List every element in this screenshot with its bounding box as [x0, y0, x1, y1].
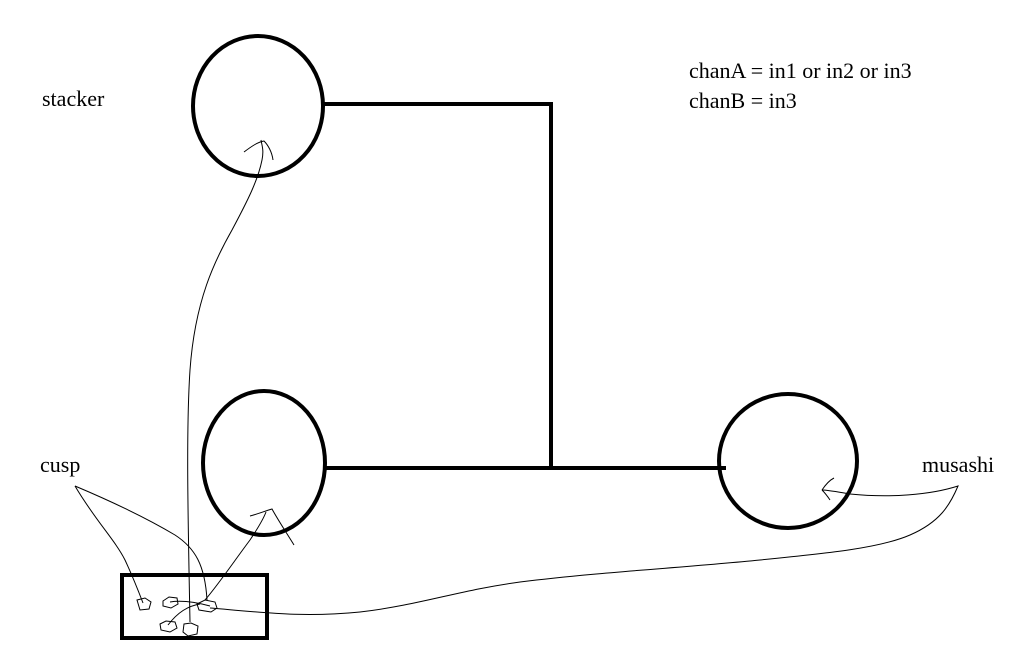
note-chan-a: chanA = in1 or in2 or in3 — [689, 58, 912, 83]
wire-internal-2 — [167, 603, 201, 626]
wire-cusp-label-2 — [74, 485, 208, 601]
label-stacker: stacker — [42, 86, 105, 111]
arrowhead-cusp — [249, 508, 295, 546]
note-chan-b: chanB = in3 — [689, 88, 797, 113]
arrowhead-stacker — [243, 140, 274, 161]
wire-to-musashi — [209, 485, 959, 616]
node-cusp — [201, 389, 327, 537]
connector-4 — [159, 620, 178, 633]
arrowhead-musashi — [821, 477, 835, 501]
label-musashi: musashi — [922, 452, 994, 477]
connector-1 — [136, 597, 152, 611]
wire-to-stacker — [187, 139, 264, 623]
connector-5 — [182, 622, 199, 637]
link-stacker-junction — [323, 102, 553, 468]
wire-cusp-label-1 — [74, 485, 144, 604]
label-cusp: cusp — [40, 452, 80, 477]
node-stacker — [191, 34, 325, 178]
node-musashi — [717, 392, 859, 530]
connector-2 — [162, 596, 179, 609]
device-box — [120, 573, 269, 640]
connector-3 — [196, 599, 218, 613]
wire-to-cusp — [204, 511, 267, 601]
wire-internal-1 — [169, 600, 211, 607]
